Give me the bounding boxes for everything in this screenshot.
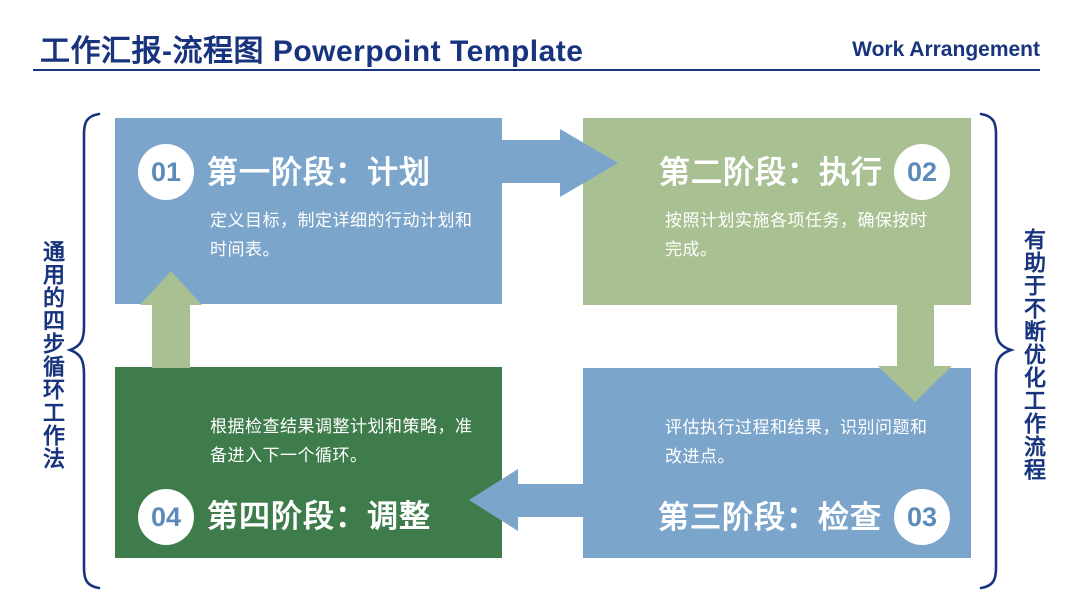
stage-number: 03 (906, 501, 938, 532)
stage-description: 根据检查结果调整计划和策略，准备进入下一个循环。 (210, 417, 473, 465)
stage-number-badge: 02 (894, 144, 950, 200)
stage-number-badge: 04 (138, 489, 194, 545)
slide-header: 工作汇报-流程图 Powerpoint Template Work Arrang… (0, 0, 1080, 71)
stage-number: 01 (150, 156, 182, 187)
stage-title: 第四阶段：调整 (207, 499, 431, 534)
stage-card-check: 03 第三阶段：检查 评估执行过程和结果，识别问题和改进点。 (583, 368, 971, 558)
stage-title: 第二阶段：执行 (659, 155, 883, 190)
right-side-label: 有助于不断优化工作流程 (1021, 228, 1046, 481)
stage-title: 第三阶段：检查 (658, 500, 882, 535)
right-brace-icon (979, 112, 1016, 590)
stage-card-plan: 01 第一阶段：计划 定义目标，制定详细的行动计划和时间表。 (115, 118, 502, 304)
header-subtitle: Work Arrangement (852, 38, 1040, 61)
left-side-label: 通用的四步循环工作法 (40, 240, 65, 470)
stage-number: 04 (150, 501, 182, 532)
header-divider (33, 69, 1040, 71)
stage-description: 评估执行过程和结果，识别问题和改进点。 (665, 418, 928, 466)
stage-title: 第一阶段：计划 (207, 155, 431, 190)
stage-description: 按照计划实施各项任务，确保按时完成。 (665, 211, 928, 259)
stage-description: 定义目标，制定详细的行动计划和时间表。 (210, 211, 473, 259)
stage-number-badge: 03 (894, 489, 950, 545)
stage-card-adjust: 04 第四阶段：调整 根据检查结果调整计划和策略，准备进入下一个循环。 (115, 367, 502, 558)
stage-number-badge: 01 (138, 144, 194, 200)
left-brace-icon (66, 112, 101, 590)
stage-card-do: 02 第二阶段：执行 按照计划实施各项任务，确保按时完成。 (583, 118, 971, 305)
stage-number: 02 (906, 156, 938, 187)
page-title: 工作汇报-流程图 Powerpoint Template (40, 35, 584, 68)
